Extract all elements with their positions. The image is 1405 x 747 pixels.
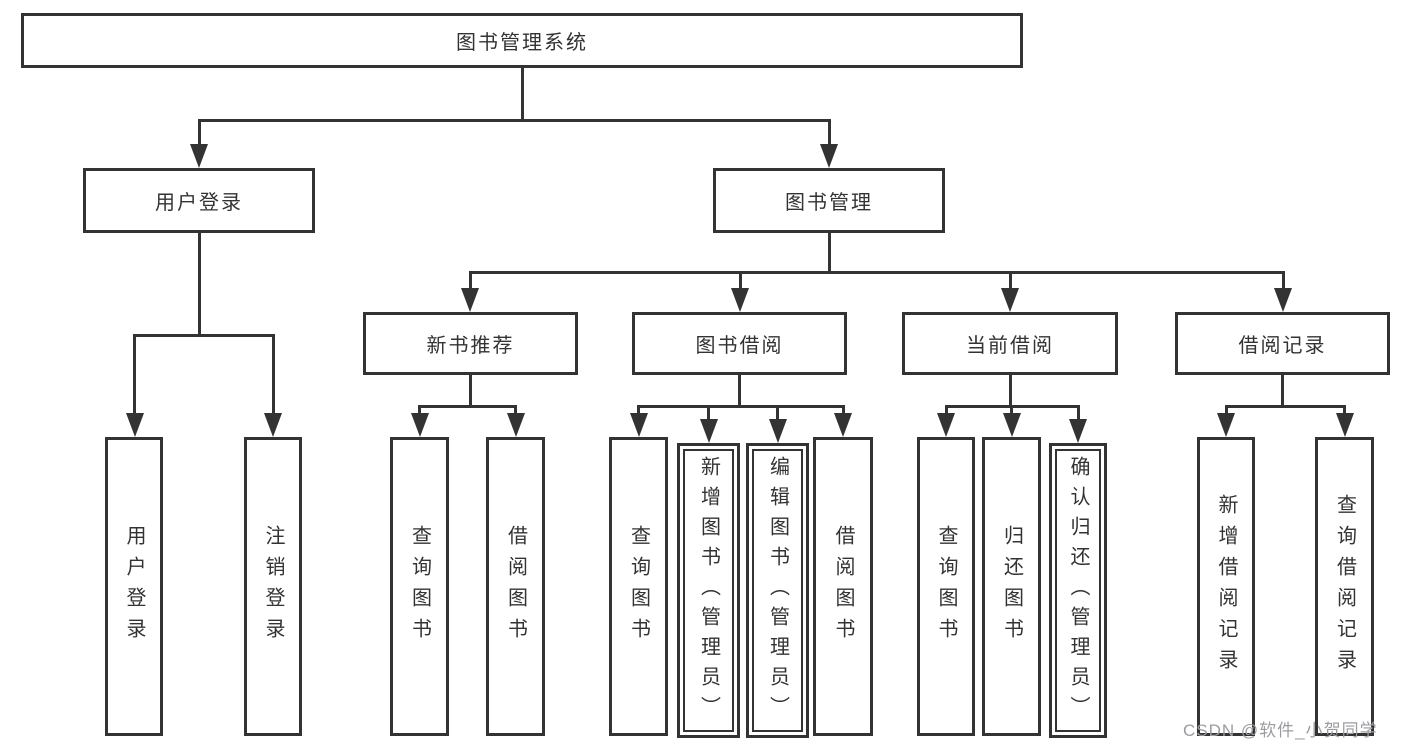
node-label: 用户登录 [155, 192, 243, 214]
leaf-label: 确认归还（管理员） [1067, 455, 1089, 726]
leaf-borrow-book-recommend: 借阅图书 [486, 437, 545, 736]
connector-vline [1282, 271, 1285, 291]
connector-hline [418, 405, 517, 408]
node-book-borrow: 图书借阅 [632, 312, 847, 375]
leaf-return-book: 归还图书 [982, 437, 1041, 736]
node-root-library-system: 图书管理系统 [21, 13, 1023, 68]
node-current-borrow: 当前借阅 [902, 312, 1118, 375]
leaf-query-borrow-record: 查询借阅记录 [1315, 437, 1374, 736]
connector-vline [1077, 405, 1080, 423]
leaf-label: 查询图书 [935, 524, 957, 649]
arrow-down-icon [820, 144, 838, 168]
connector-vline [469, 375, 472, 408]
node-borrow-records: 借阅记录 [1175, 312, 1390, 375]
arrow-down-icon [507, 413, 525, 437]
leaf-confirm-return-admin: 确认归还（管理员） [1049, 443, 1107, 738]
leaf-inner-border: 编辑图书（管理员） [752, 449, 803, 732]
arrow-down-icon [937, 413, 955, 437]
leaf-label: 新增图书（管理员） [697, 455, 720, 726]
node-label: 图书管理系统 [456, 32, 588, 54]
arrow-down-icon [834, 413, 852, 437]
leaf-label: 归还图书 [1000, 524, 1023, 649]
connector-vline [945, 405, 948, 417]
connector-vline [739, 271, 742, 291]
leaf-add-book-admin: 新增图书（管理员） [677, 443, 740, 738]
connector-vline [707, 405, 710, 423]
connector-vline [842, 405, 845, 417]
leaf-label: 查询图书 [408, 524, 431, 649]
arrow-down-icon [411, 413, 429, 437]
leaf-query-book-recommend: 查询图书 [390, 437, 449, 736]
connector-vline [1343, 405, 1346, 417]
connector-vline [469, 271, 472, 291]
leaf-label: 查询图书 [627, 524, 650, 649]
arrow-down-icon [1069, 419, 1087, 443]
node-new-book-recommend: 新书推荐 [363, 312, 578, 375]
connector-vline [776, 405, 779, 423]
connector-vline [1009, 271, 1012, 291]
connector-vline [1281, 375, 1284, 408]
connector-vline [1009, 375, 1012, 408]
arrow-down-icon [1003, 413, 1021, 437]
connector-vline [1010, 405, 1013, 417]
node-label: 图书管理 [785, 192, 873, 214]
arrow-down-icon [630, 413, 648, 437]
connector-vline [738, 375, 741, 408]
arrow-down-icon [461, 288, 479, 312]
connector-vline [272, 334, 275, 417]
connector-hline [637, 405, 845, 408]
leaf-add-borrow-record: 新增借阅记录 [1197, 437, 1255, 736]
node-label: 图书借阅 [695, 335, 784, 357]
leaf-edit-book-admin: 编辑图书（管理员） [746, 443, 809, 738]
csdn-watermark: CSDN @软件_小贺同学 [1183, 721, 1378, 740]
arrow-down-icon [1217, 413, 1235, 437]
connector-vline [1225, 405, 1228, 417]
connector-vline [828, 119, 831, 148]
connector-vline [198, 233, 201, 337]
connector-vline [198, 119, 201, 148]
leaf-label: 注销登录 [262, 524, 284, 649]
connector-hline [1225, 405, 1346, 408]
connector-hline [133, 334, 275, 337]
connector-hline [198, 119, 831, 122]
node-label: 借阅记录 [1238, 335, 1327, 357]
leaf-user-login: 用户登录 [105, 437, 163, 736]
arrow-down-icon [126, 413, 144, 437]
leaf-label: 借阅图书 [504, 524, 527, 649]
connector-hline [469, 271, 1285, 274]
connector-vline [133, 334, 136, 417]
leaf-label: 用户登录 [123, 524, 145, 649]
leaf-query-book-borrow: 查询图书 [609, 437, 668, 736]
leaf-label: 借阅图书 [832, 524, 854, 649]
arrow-down-icon [1274, 288, 1292, 312]
leaf-inner-border: 确认归还（管理员） [1055, 449, 1101, 732]
leaf-borrow-book: 借阅图书 [813, 437, 873, 736]
leaf-label: 新增借阅记录 [1215, 493, 1237, 680]
connector-vline [521, 68, 524, 120]
leaf-label: 查询借阅记录 [1333, 493, 1356, 680]
connector-vline [514, 405, 517, 417]
connector-vline [637, 405, 640, 417]
arrow-down-icon [1001, 288, 1019, 312]
leaf-query-book-current: 查询图书 [917, 437, 975, 736]
connector-vline [418, 405, 421, 417]
arrow-down-icon [1336, 413, 1354, 437]
arrow-down-icon [769, 419, 787, 443]
node-book-management: 图书管理 [713, 168, 945, 233]
leaf-inner-border: 新增图书（管理员） [683, 449, 734, 732]
node-user-login: 用户登录 [83, 168, 315, 233]
node-label: 当前借阅 [966, 335, 1054, 357]
arrow-down-icon [190, 144, 208, 168]
leaf-label: 编辑图书（管理员） [766, 455, 789, 726]
leaf-logout: 注销登录 [244, 437, 302, 736]
arrow-down-icon [700, 419, 718, 443]
arrow-down-icon [264, 413, 282, 437]
arrow-down-icon [731, 288, 749, 312]
connector-vline [828, 233, 831, 274]
node-label: 新书推荐 [426, 335, 515, 357]
